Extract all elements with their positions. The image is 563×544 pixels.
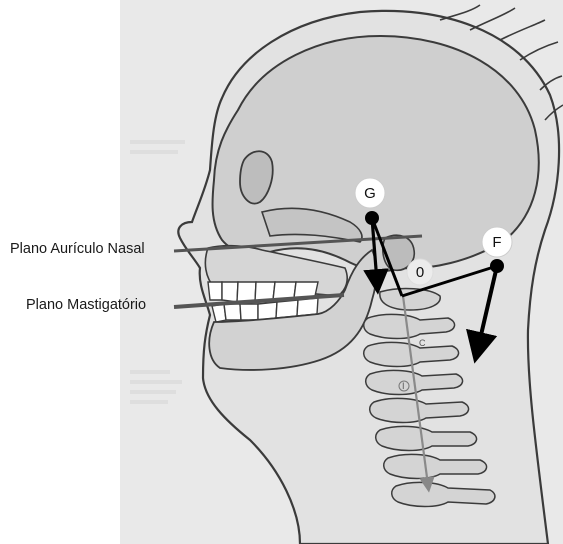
svg-text:0: 0 (416, 264, 424, 281)
svg-text:F: F (492, 234, 501, 251)
point-o: 0 (407, 259, 433, 285)
svg-text:I: I (402, 381, 405, 391)
masticatory-plane-label: Plano Mastigatório (26, 297, 146, 313)
nasal-plane-label: Plano Aurículo Nasal (10, 241, 145, 257)
svg-text:C: C (419, 338, 426, 348)
spine-marker-c: C (419, 338, 426, 348)
svg-text:G: G (364, 185, 376, 202)
